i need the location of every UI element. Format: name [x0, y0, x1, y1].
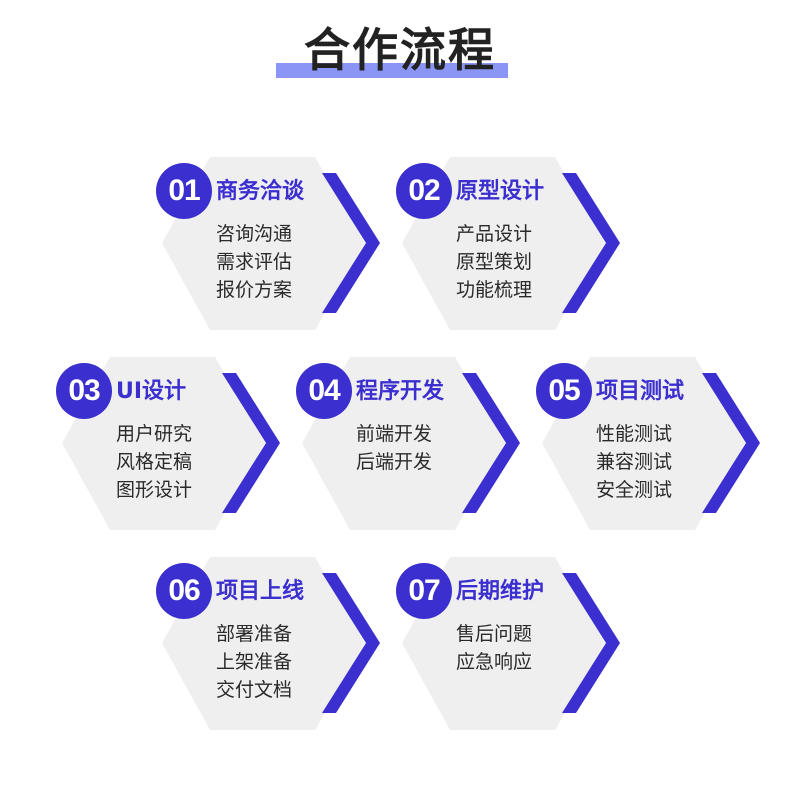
hexagon-chevron-shape	[162, 557, 380, 730]
step-item: 用户研究	[116, 423, 193, 445]
chevron-right-icon	[222, 373, 280, 513]
step-items: 部署准备上架准备交付文档	[216, 620, 292, 704]
step-item: 部署准备	[216, 623, 293, 645]
step-title: 商务洽谈	[216, 179, 305, 204]
step-item: 交付文档	[216, 679, 293, 701]
step-number-badge: 02	[396, 163, 452, 219]
step-title: 项目上线	[216, 579, 305, 604]
step-item: 前端开发	[356, 423, 433, 445]
step-item: 报价方案	[216, 279, 293, 301]
step-item: 图形设计	[116, 479, 193, 501]
step-number-badge: 05	[536, 363, 592, 419]
step-item: 安全测试	[596, 479, 673, 501]
step-item: 需求评估	[216, 251, 293, 273]
step-number-badge: 04	[296, 363, 352, 419]
step-number-badge: 07	[396, 563, 452, 619]
step-items: 产品设计原型策划功能梳理	[456, 220, 532, 304]
step-items: 咨询沟通需求评估报价方案	[216, 220, 292, 304]
step-title: 原型设计	[456, 179, 545, 204]
step-item: 风格定稿	[116, 451, 193, 473]
step-item: 后端开发	[356, 451, 433, 473]
chevron-right-icon	[562, 173, 620, 313]
step-item: 咨询沟通	[216, 223, 293, 245]
step-title: 项目测试	[596, 379, 685, 404]
chevron-right-icon	[322, 173, 380, 313]
step-number-badge: 06	[156, 563, 212, 619]
step-item: 产品设计	[456, 223, 533, 245]
step-item: 售后问题	[456, 623, 533, 645]
step-number-badge: 03	[56, 363, 112, 419]
chevron-right-icon	[322, 573, 380, 713]
hexagon-chevron-shape	[402, 557, 620, 730]
page-title: 合作流程	[304, 23, 496, 77]
title-underline	[276, 63, 508, 78]
page-header: 合作流程	[0, 0, 800, 100]
hexagon-chevron-shape	[162, 157, 380, 330]
step-items: 前端开发后端开发	[356, 420, 432, 476]
step-item: 原型策划	[456, 251, 533, 273]
step-item: 兼容测试	[596, 451, 673, 473]
hexagon-chevron-shape	[402, 157, 620, 330]
chevron-right-icon	[462, 373, 520, 513]
chevron-right-icon	[702, 373, 760, 513]
hexagon-chevron-shape	[302, 357, 520, 530]
step-item: 应急响应	[456, 651, 533, 673]
hexagon-chevron-shape	[62, 357, 280, 530]
step-item: 功能梳理	[456, 279, 533, 301]
step-items: 性能测试兼容测试安全测试	[596, 420, 672, 504]
hexagon-chevron-shape	[542, 357, 760, 530]
step-items: 用户研究风格定稿图形设计	[116, 420, 192, 504]
step-item: 上架准备	[216, 651, 293, 673]
step-title: UI设计	[116, 379, 187, 404]
chevron-right-icon	[562, 573, 620, 713]
step-items: 售后问题应急响应	[456, 620, 532, 676]
step-item: 性能测试	[596, 423, 673, 445]
step-title: 程序开发	[356, 379, 445, 404]
step-number-badge: 01	[156, 163, 212, 219]
step-title: 后期维护	[456, 579, 545, 604]
